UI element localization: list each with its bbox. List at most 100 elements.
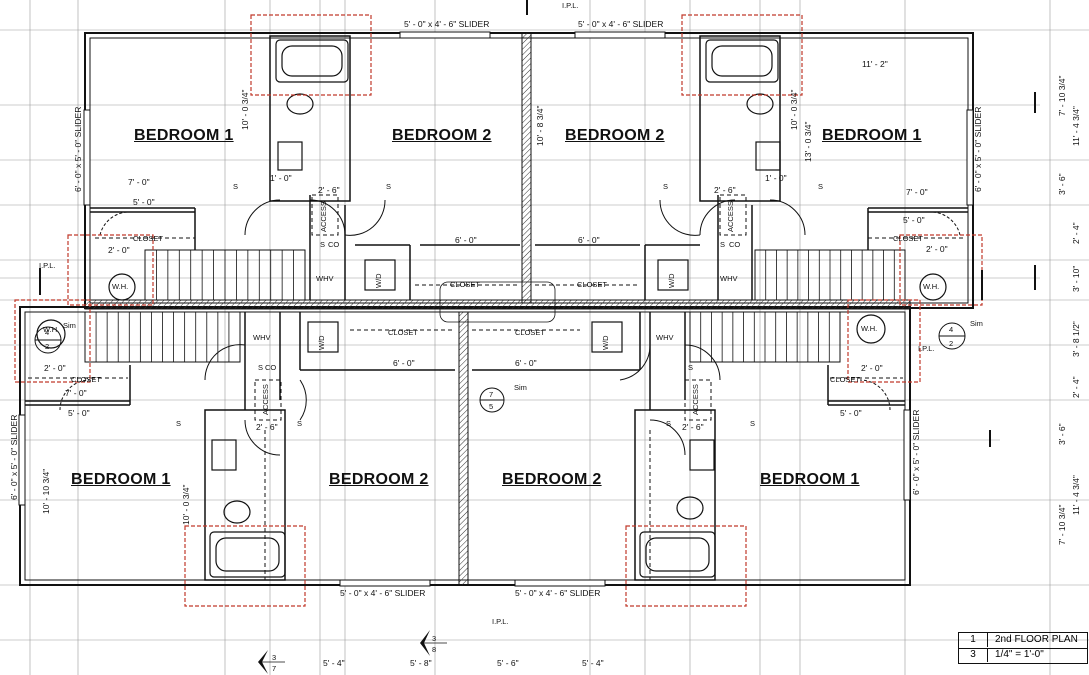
sim-label-2: Sim: [970, 319, 983, 328]
smoke-detector-12: S: [750, 419, 756, 428]
smoke-detector-6: S: [720, 240, 726, 249]
detail-callout-bot-2: 2: [949, 339, 954, 348]
wd-label-1: W/D: [374, 273, 383, 288]
title-block-row-2: 3 1/4" = 1'-0": [959, 648, 1087, 663]
dim-upper-right-bed-height: 13' - 0 3/4": [803, 121, 813, 162]
dim-2-0-ur: 2' - 0": [926, 244, 948, 254]
smoke-detector-7: S: [258, 363, 264, 372]
detail-callout-top-3: 4: [45, 328, 50, 337]
smoke-detector-5: S: [320, 240, 326, 249]
title-block-scale: 1/4" = 1'-0": [995, 649, 1044, 660]
smoke-detector-2: S: [386, 182, 392, 191]
detail-callout-top-2: 4: [949, 325, 954, 334]
section-callout-b-top: 3: [432, 634, 437, 643]
wd-label-3: W/D: [317, 335, 326, 350]
title-block: 1 2nd FLOOR PLAN 3 1/4" = 1'-0": [958, 632, 1088, 664]
dim-1-0-ur: 1' - 0": [765, 173, 787, 183]
title-block-row-1: 1 2nd FLOOR PLAN: [959, 633, 1087, 649]
section-callout-a-bot: 7: [272, 664, 277, 673]
dim-lower-left-bed-height: 10' - 10 3/4": [41, 468, 51, 514]
title-block-name: 2nd FLOOR PLAN: [995, 634, 1078, 645]
whv-label-3: WHV: [253, 333, 271, 342]
dashed-elements: [28, 194, 965, 580]
section-callouts: [258, 630, 447, 674]
whv-label-2: WHV: [720, 274, 738, 283]
dim-5-0-lr: 5' - 0": [840, 408, 862, 418]
room-label-bedroom1-lower-left: BEDROOM 1: [71, 471, 171, 488]
sim-label-3: Sim: [63, 321, 76, 330]
interior-walls: [25, 35, 968, 581]
smoke-detector-8: S: [688, 363, 694, 372]
dim-6-0-ul: 6' - 0": [455, 235, 477, 245]
access-label-1: ACCESS: [319, 201, 328, 232]
highlight-boxes: [14, 14, 983, 607]
fixtures: [36, 39, 947, 578]
smoke-detector-11: S: [666, 419, 672, 428]
wd-label-2: W/D: [667, 273, 676, 288]
wh-label-2: W.H.: [923, 282, 940, 291]
wh-label-3: W.H.: [43, 325, 60, 334]
party-wall-lower: [458, 311, 469, 586]
dim-bottom-5-6: 5' - 6": [497, 658, 519, 668]
dim-lower-left-bath-height: 10' - 0 3/4": [181, 484, 191, 525]
room-label-bedroom2-lower-left: BEDROOM 2: [329, 471, 429, 488]
wh-label-1: W.H.: [112, 282, 129, 291]
smoke-detector-1: S: [233, 182, 239, 191]
corridor-wall: [84, 299, 911, 310]
dim-2-0-ll: 2' - 0": [44, 363, 66, 373]
dim-bottom-5-4-b: 5' - 4": [582, 658, 604, 668]
co-detector-3: CO: [265, 363, 277, 372]
room-label-bedroom2-upper-left: BEDROOM 2: [392, 127, 492, 144]
title-block-number: 1: [959, 633, 988, 647]
closet-label-3: CLOSET: [450, 280, 481, 289]
access-label-4: ACCESS: [691, 384, 700, 415]
dim-5-0-ll: 5' - 0": [68, 408, 90, 418]
room-label-bedroom1-upper-left: BEDROOM 1: [134, 127, 234, 144]
dim-upper-center-height: 10' - 8 3/4": [535, 105, 545, 146]
detail-callout-bot-1: 5: [489, 402, 494, 411]
dim-7-0-ll: 7' - 0": [65, 388, 87, 398]
room-label-bedroom1-lower-right: BEDROOM 1: [760, 471, 860, 488]
smoke-detector-4: S: [818, 182, 824, 191]
window-label-slider-side-ll: 6' - 0" x 5' - 0" SLIDER: [9, 414, 19, 500]
title-block-sheet: 3: [959, 648, 988, 662]
windows: [18, 31, 974, 587]
room-label-bedroom2-upper-right: BEDROOM 2: [565, 127, 665, 144]
dim-upper-left-bath-height: 10' - 0 3/4": [240, 89, 250, 130]
dim-6-0-ur: 6' - 0": [578, 235, 600, 245]
ipl-label-right: I.P.L.: [918, 344, 935, 353]
dim-right-11-4-3-4-top: 11' - 4 3/4": [1071, 106, 1081, 146]
sim-label-1: Sim: [514, 383, 527, 392]
smoke-detector-10: S: [297, 419, 303, 428]
closet-label-2: CLOSET: [893, 234, 924, 243]
smoke-detector-9: S: [176, 419, 182, 428]
dim-7-0-ur: 7' - 0": [906, 187, 928, 197]
dim-6-0-lr: 6' - 0": [515, 358, 537, 368]
access-label-2: ACCESS: [726, 201, 735, 232]
dim-right-7-10-3-4-bot: 7' - 10 3/4": [1057, 504, 1067, 545]
dim-6-0-ll: 6' - 0": [393, 358, 415, 368]
dim-2-6-ur-a: 2' - 6": [714, 185, 736, 195]
dim-right-7-10-3-4-top: 7' - 10 3/4": [1057, 75, 1067, 116]
whv-label-4: WHV: [656, 333, 674, 342]
window-label-slider-bottom-right: 5' - 0" x 4' - 6" SLIDER: [515, 588, 601, 598]
dim-5-0-ul: 5' - 0": [133, 197, 155, 207]
dim-2-6-ll: 2' - 6": [256, 422, 278, 432]
closet-label-1: CLOSET: [133, 234, 164, 243]
whv-label-1: WHV: [316, 274, 334, 283]
closet-label-4: CLOSET: [577, 280, 608, 289]
smoke-detector-3: S: [663, 182, 669, 191]
access-label-3: ACCESS: [261, 384, 270, 415]
detail-callouts: [34, 322, 966, 413]
dim-right-2-4-top: 2' - 4": [1071, 222, 1081, 244]
wd-label-4: W/D: [601, 335, 610, 350]
dim-upper-right-bath-height: 10' - 0 3/4": [789, 89, 799, 130]
dim-2-6-lr: 2' - 6": [682, 422, 704, 432]
level-markers: [39, 0, 1036, 447]
window-label-slider-side-ul: 6' - 0" x 5' - 0" SLIDER: [73, 106, 83, 192]
door-swings: [59, 199, 961, 456]
ipl-label-top: I.P.L.: [562, 1, 579, 10]
room-label-bedroom2-lower-right: BEDROOM 2: [502, 471, 602, 488]
window-label-slider-side-lr: 6' - 0" x 5' - 0" SLIDER: [911, 409, 921, 495]
